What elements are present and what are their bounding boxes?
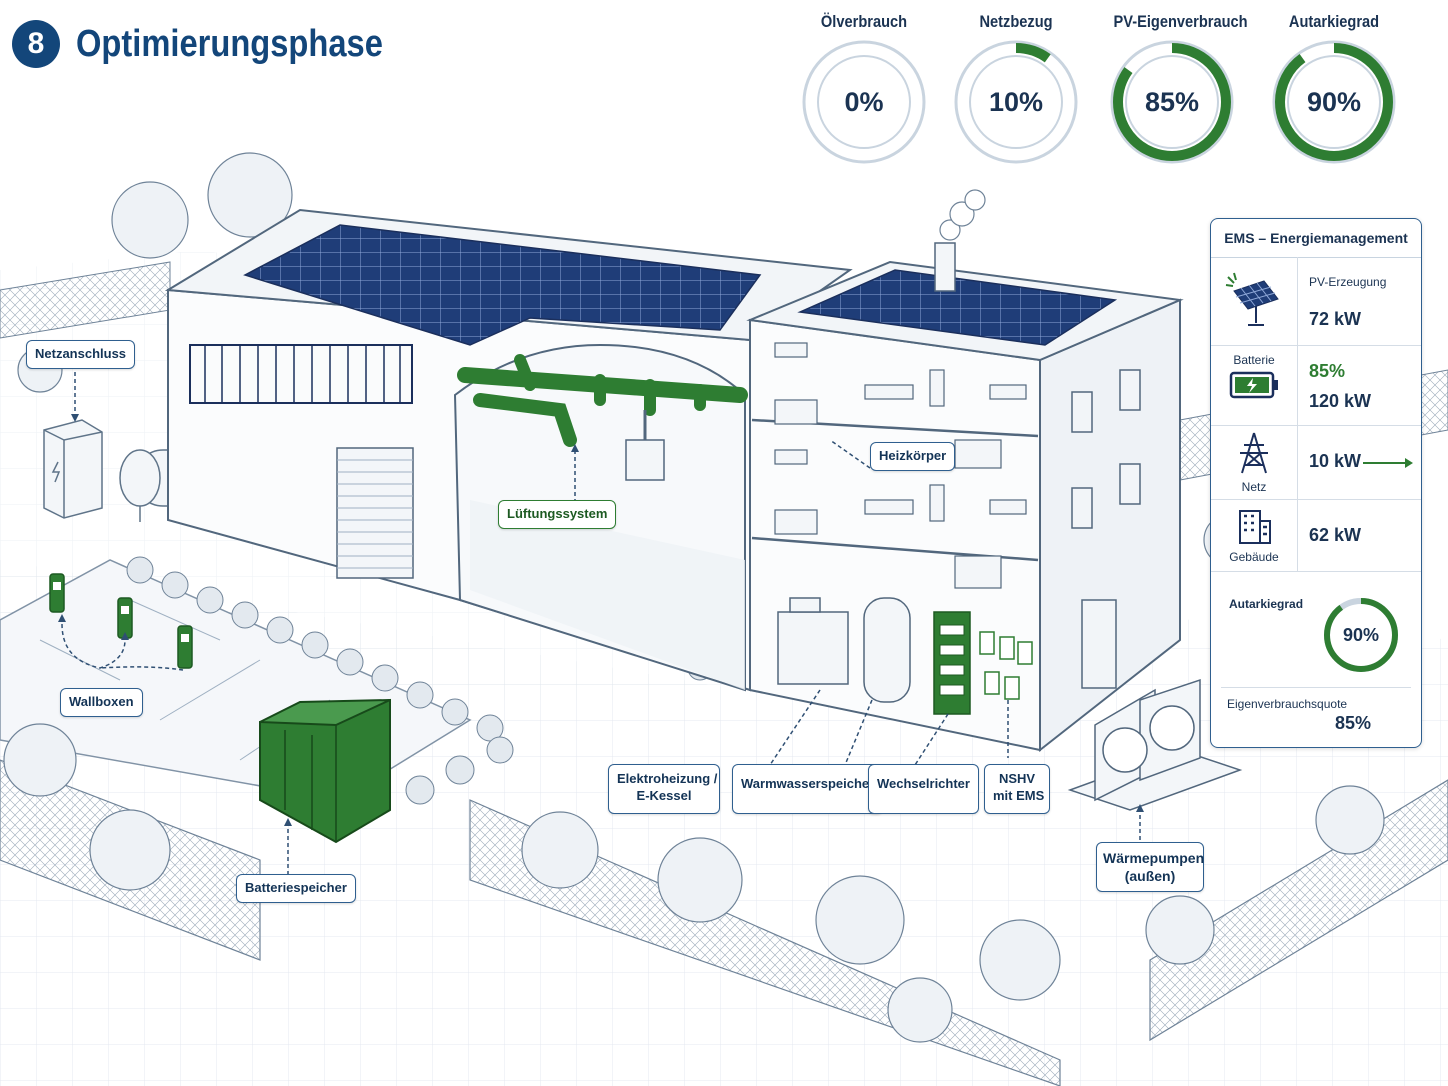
grid-block: Netz — [1221, 431, 1287, 494]
ems-panel: EMS – Energiemanagement PV-Erzeugung 72 … — [1210, 218, 1422, 748]
ems-row-grid: Netz 10 kW — [1211, 425, 1421, 500]
battery-block: Batterie — [1221, 353, 1287, 406]
ems-battery-power: 120 kW — [1309, 391, 1372, 411]
solar-panel-icon — [1221, 271, 1287, 336]
kpi-pv-self-consumption: PV-Eigenverbrauch 85% — [1104, 12, 1248, 170]
ems-battery-label: Batterie — [1233, 353, 1275, 367]
label-line: Elektroheizung / — [617, 771, 718, 786]
label-heizkoerper: Heizkörper — [870, 442, 956, 471]
label-line: Wärmepumpen — [1103, 850, 1205, 866]
title-block: 8 Optimierungsphase — [12, 20, 433, 68]
label-line: NSHV — [998, 771, 1036, 786]
ems-self-consumption-value: 85% — [1335, 713, 1372, 733]
ems-building-label: Gebäude — [1229, 550, 1279, 564]
label-wechselrichter: Wechselrichter — [868, 764, 979, 814]
ems-divider — [1297, 345, 1298, 425]
battery-icon — [1229, 371, 1278, 399]
label-line: mit EMS — [993, 787, 1045, 803]
kpi-donut: 85% — [1104, 34, 1240, 170]
building-block: Gebäude — [1221, 505, 1287, 564]
kpi-value: 10% — [988, 86, 1044, 117]
step-number-badge: 8 — [12, 20, 60, 68]
ems-title: EMS – Energiemanagement — [1211, 219, 1421, 258]
page-title: Optimierungsphase — [76, 22, 383, 65]
ems-autarky-donut: 90% — [1321, 595, 1401, 675]
arrow-right-icon — [1363, 458, 1413, 468]
ems-pv-value: 72 kW — [1309, 309, 1362, 329]
label-waermepumpen: Wärmepumpen (außen) — [1096, 842, 1205, 893]
kpi-value: 85% — [1144, 86, 1200, 117]
ems-row-battery: Batterie 85% 120 kW — [1211, 345, 1421, 426]
label-line: E-Kessel — [636, 787, 692, 803]
kpi-value: 90% — [1306, 86, 1362, 117]
kpi-progress-arc — [1275, 43, 1393, 161]
label-wallboxen: Wallboxen — [60, 688, 143, 717]
label-elektroheizung: Elektroheizung / E-Kessel — [608, 764, 720, 814]
kpi-label: Autarkiegrad — [1288, 12, 1380, 31]
ems-divider — [1221, 687, 1411, 688]
ems-building-value: 62 kW — [1309, 525, 1362, 545]
label-nshv: NSHV mit EMS — [984, 764, 1050, 814]
ems-row-building: Gebäude 62 kW — [1211, 499, 1421, 572]
kpi-label: PV-Eigenverbrauch — [1113, 12, 1248, 31]
kpi-donut: 0% — [796, 34, 932, 170]
label-netzanschluss: Netzanschluss — [26, 340, 136, 369]
ems-grid-value: 10 kW — [1309, 451, 1362, 471]
label-lueftungssystem: Lüftungssystem — [498, 500, 617, 529]
ems-divider — [1297, 499, 1298, 571]
ems-pv-label: PV-Erzeugung — [1309, 275, 1387, 289]
label-warmwasserspeicher: Warmwasserspeicher — [732, 764, 884, 814]
label-batteriespeicher: Batteriespeicher — [236, 874, 356, 903]
kpi-label: Netzbezug — [979, 12, 1053, 31]
ems-autarky-arc — [1324, 598, 1398, 672]
kpi-label: Ölverbrauch — [820, 12, 908, 31]
ems-autarky-label: Autarkiegrad — [1229, 597, 1304, 611]
kpi-progress-arc — [1113, 43, 1231, 161]
kpi-donut: 10% — [948, 34, 1084, 170]
power-tower-icon — [1240, 432, 1268, 474]
kpi-oil-consumption: Ölverbrauch 0% — [796, 12, 932, 170]
kpi-value: 0% — [844, 86, 884, 117]
ems-divider — [1297, 257, 1298, 345]
kpi-progress-arc — [957, 43, 1075, 161]
ems-self-consumption-label: Eigenverbrauchsquote — [1227, 697, 1348, 711]
kpi-donut: 90% — [1266, 34, 1402, 170]
kpi-grid-import: Netzbezug 10% — [948, 12, 1084, 170]
ems-divider — [1297, 425, 1298, 499]
ems-grid-label: Netz — [1241, 480, 1267, 494]
building-icon — [1239, 510, 1271, 544]
ems-row-pv: PV-Erzeugung 72 kW — [1211, 257, 1421, 346]
kpi-autarky: Autarkiegrad 90% — [1266, 12, 1402, 170]
ems-battery-soc: 85% — [1309, 361, 1346, 381]
label-line: (außen) — [1124, 868, 1176, 885]
ems-autarky-value: 90% — [1342, 624, 1380, 645]
